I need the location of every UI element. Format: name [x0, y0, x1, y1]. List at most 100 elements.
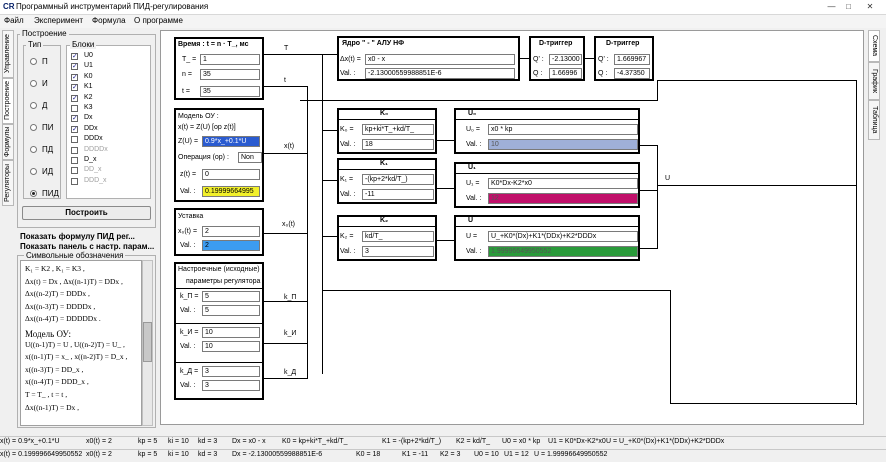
d-trigger-2-title: D-триггер	[606, 40, 640, 47]
model-z-label: Z(U) =	[178, 138, 199, 145]
param-input[interactable]: 5	[202, 291, 260, 302]
u-block-input[interactable]: x0 * kp	[488, 124, 638, 135]
symbol-line: K₁ = K2 , K₁ = K3 ,	[25, 264, 85, 273]
block-checkbox[interactable]	[71, 177, 78, 185]
symbol-line: x((n-1)T) = x_ , x((n-2)T) = D_x ,	[25, 352, 128, 362]
k-block-input[interactable]: kp+ki*T_+kd/T_	[362, 124, 434, 135]
block-checkbox[interactable]: ✓	[71, 94, 78, 102]
block-checkbox[interactable]	[71, 105, 78, 112]
symbol-line: x((n-3)T) = DD_x ,	[25, 364, 84, 374]
block-checkbox[interactable]	[71, 136, 78, 144]
wire	[264, 343, 308, 344]
menu-file[interactable]: Файл	[4, 16, 24, 25]
tab-control[interactable]: Управление	[2, 30, 14, 78]
type-radio[interactable]	[30, 80, 37, 87]
k-block-val-value: 3	[362, 246, 434, 257]
u-block-input[interactable]: U_+K0*(Dx)+K1*(DDx)+K2*DDDx	[488, 231, 638, 242]
block-checkbox[interactable]: ✓	[71, 63, 78, 71]
status-formula-cell: U0 = x0 * kp	[502, 438, 541, 445]
type-radio[interactable]	[30, 146, 37, 153]
wire	[322, 130, 337, 131]
block-checkbox[interactable]: ✓	[71, 73, 78, 81]
block-checkbox[interactable]	[71, 146, 78, 154]
time-T-input[interactable]: 1	[200, 54, 260, 65]
status-value-cell: K0 = 18	[356, 451, 381, 458]
model-x-input[interactable]: 0	[202, 169, 260, 180]
model-op-select[interactable]: Non	[238, 152, 262, 163]
block-checkbox[interactable]	[71, 167, 78, 175]
time-T-label: T_ =	[182, 56, 197, 63]
menu-about[interactable]: О программе	[134, 16, 183, 25]
block-checkbox[interactable]: ✓	[71, 115, 78, 123]
block-checkbox[interactable]: ✓	[71, 84, 78, 92]
close-button[interactable]: ✕	[866, 2, 874, 11]
wire	[322, 180, 337, 181]
build-button[interactable]: Построить	[22, 206, 151, 220]
divider	[456, 173, 638, 174]
status-value-cell: kd = 3	[198, 451, 218, 458]
type-radio-label: ИД	[42, 167, 54, 176]
k-block-input[interactable]: -(kp+2*kd/T_)	[362, 174, 434, 185]
divider	[456, 119, 638, 120]
model-title: Модель ОУ :	[178, 113, 219, 120]
show-formula-link[interactable]: Показать формулу ПИД рег...	[20, 232, 135, 241]
symbols-title: Символьные обозначения	[24, 251, 126, 260]
block-checkbox[interactable]: ✓	[71, 53, 78, 60]
show-panel-link[interactable]: Показать панель с настр. парам...	[20, 242, 155, 251]
u-block-title: U₀	[468, 110, 477, 117]
k-block-input[interactable]: kd/T_	[362, 231, 434, 242]
status-value-cell: x0(t) = 2	[86, 451, 112, 458]
maximize-button[interactable]: □	[846, 2, 851, 11]
title-bar	[0, 0, 886, 15]
u-block-input[interactable]: K0*Dx-K2*x0	[488, 178, 638, 189]
type-radio[interactable]	[30, 58, 37, 65]
tab-formulas[interactable]: Формулы	[2, 124, 14, 160]
setpoint-title: Уставка	[178, 213, 204, 220]
k-block-title: K₀	[380, 110, 389, 117]
core-input[interactable]: x0 - x	[365, 54, 515, 65]
tab-scheme[interactable]: Схема	[868, 30, 880, 62]
block-checkbox[interactable]: ✓	[71, 125, 78, 133]
block-checkbox-label: DDD_x	[84, 176, 107, 184]
model-z-input[interactable]: 0.9*x_+0.1*U	[202, 136, 260, 147]
wire	[322, 290, 671, 291]
type-radio[interactable]	[30, 168, 37, 175]
symbol-line: Δx((n-3)T) = DDDDx ,	[25, 301, 96, 311]
time-out-T: T	[284, 45, 289, 52]
menu-formula[interactable]: Формула	[92, 16, 126, 25]
u-block-title: U₁	[468, 164, 476, 171]
symbol-line: Модель ОУ:	[25, 329, 71, 339]
output-u-label: U	[665, 175, 671, 182]
time-t-input[interactable]: 35	[200, 86, 260, 97]
param-input[interactable]: 10	[202, 327, 260, 338]
param-input[interactable]: 3	[202, 366, 260, 377]
type-radio[interactable]	[30, 102, 37, 109]
block-checkbox[interactable]	[71, 157, 78, 164]
type-radio[interactable]	[30, 190, 37, 197]
u-block-label: U₀ =	[466, 126, 480, 133]
status-formula-cell: x0(t) = 2	[86, 438, 112, 445]
tab-chart[interactable]: График	[868, 62, 880, 100]
status-value-cell: x(t) = 0.199996649950552	[0, 451, 83, 458]
symbols-list: K₁ = K2 , K₁ = K3 ,Δx(t) = Dx , Δx((n-1)…	[20, 260, 142, 426]
k-block-title: K₁	[380, 160, 388, 167]
menu-experiment[interactable]: Эксперимент	[34, 16, 84, 25]
tab-build[interactable]: Построение	[2, 78, 14, 124]
tab-table[interactable]: Таблица	[868, 100, 880, 140]
blocks-group-title: Блоки	[70, 40, 97, 49]
status-value-cell: kp = 5	[138, 451, 158, 458]
u-block-val-label: Val. :	[466, 195, 482, 202]
time-n-input[interactable]: 35	[200, 69, 260, 80]
d-trigger-2-val-label: Q :	[598, 70, 608, 77]
wire	[264, 378, 308, 379]
status-value-cell: ki = 10	[168, 451, 189, 458]
setpoint-input[interactable]: 2	[202, 226, 260, 237]
block-checkbox-label: K1	[84, 83, 93, 91]
symbol-line: Δx((n-2)T) = DDDx ,	[25, 289, 90, 299]
status-formula-cell: K2 = kd/T_	[456, 438, 491, 445]
minimize-button[interactable]: —	[827, 2, 836, 11]
type-radio[interactable]	[30, 124, 37, 131]
param-val-value: 10	[202, 341, 260, 352]
scrollbar-thumb[interactable]	[143, 322, 152, 362]
tab-regulators[interactable]: Регуляторы	[2, 160, 14, 206]
